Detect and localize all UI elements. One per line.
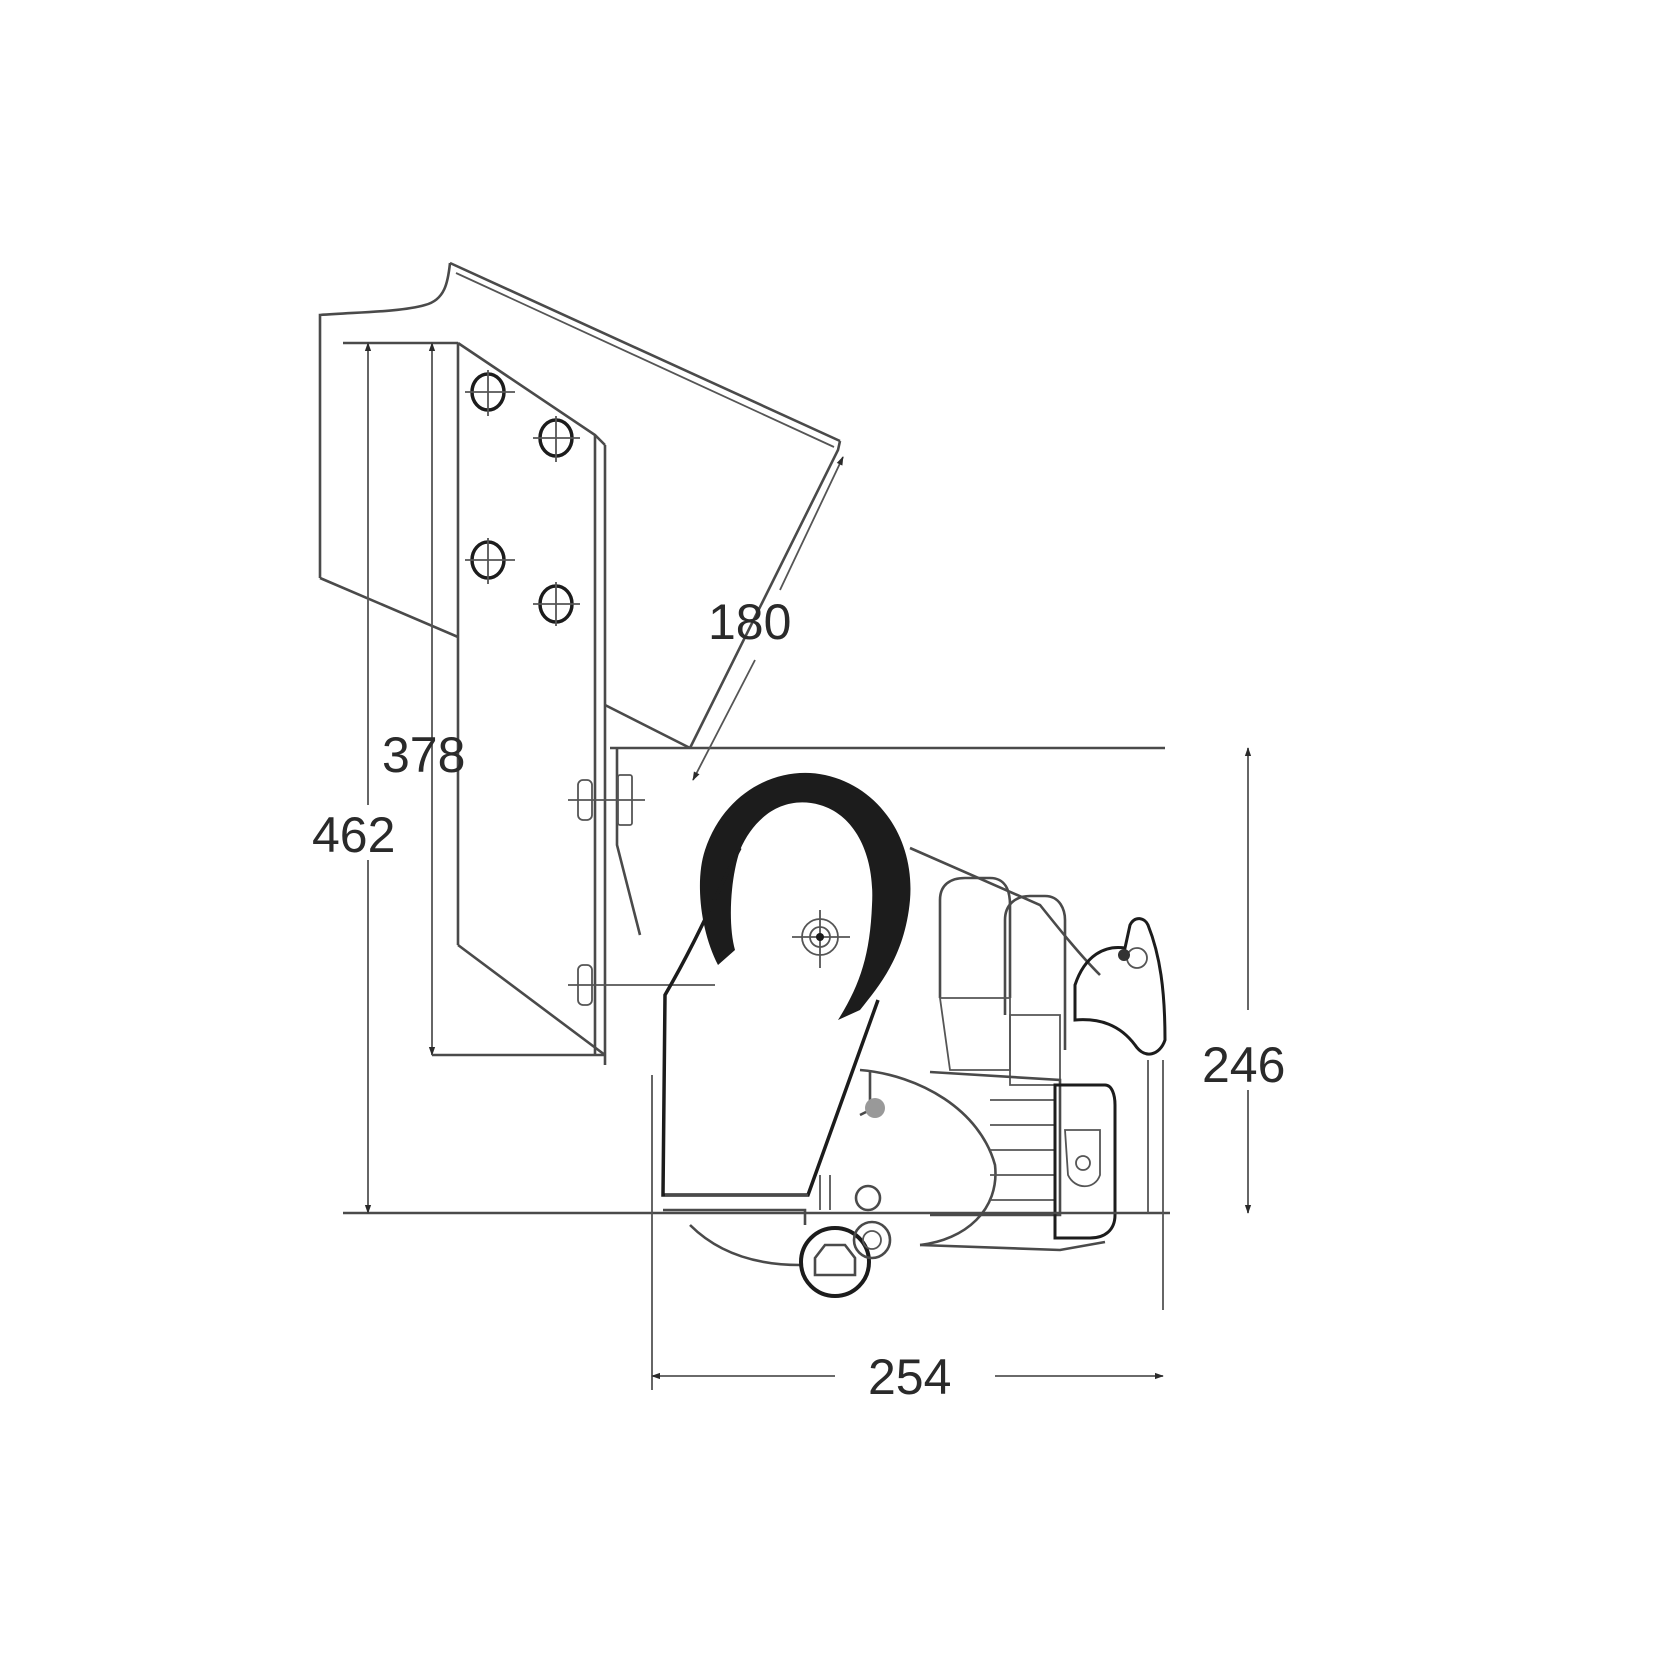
mounting-holes	[465, 370, 580, 626]
hole-icon	[533, 582, 580, 626]
dimension-label-246: 246	[1196, 1040, 1292, 1090]
dimension-254	[651, 1075, 1164, 1390]
lower-roller	[663, 1175, 892, 1298]
mounting-plate	[456, 341, 691, 1065]
winch-base	[568, 746, 1165, 1006]
dimension-246	[1147, 747, 1252, 1310]
winch-motor	[859, 846, 1167, 1252]
dimension-462	[343, 341, 1170, 1215]
dimension-label-180: 180	[708, 594, 792, 650]
hole-icon	[465, 538, 515, 584]
hook-icon	[1073, 917, 1167, 1056]
hole-icon	[465, 370, 515, 416]
bolt-icon	[568, 774, 645, 826]
dimension-label-462: 462	[310, 807, 398, 863]
hole-icon	[533, 416, 580, 462]
drum-center-icon	[792, 910, 850, 968]
dimension-label-254: 254	[862, 1352, 958, 1402]
bolt-icon	[568, 964, 715, 1006]
winch-drum	[661, 772, 911, 1197]
dimension-label-378: 378	[382, 727, 466, 783]
dimension-180	[692, 456, 844, 781]
bracket-outline	[318, 261, 842, 749]
dimension-378	[428, 342, 605, 1057]
